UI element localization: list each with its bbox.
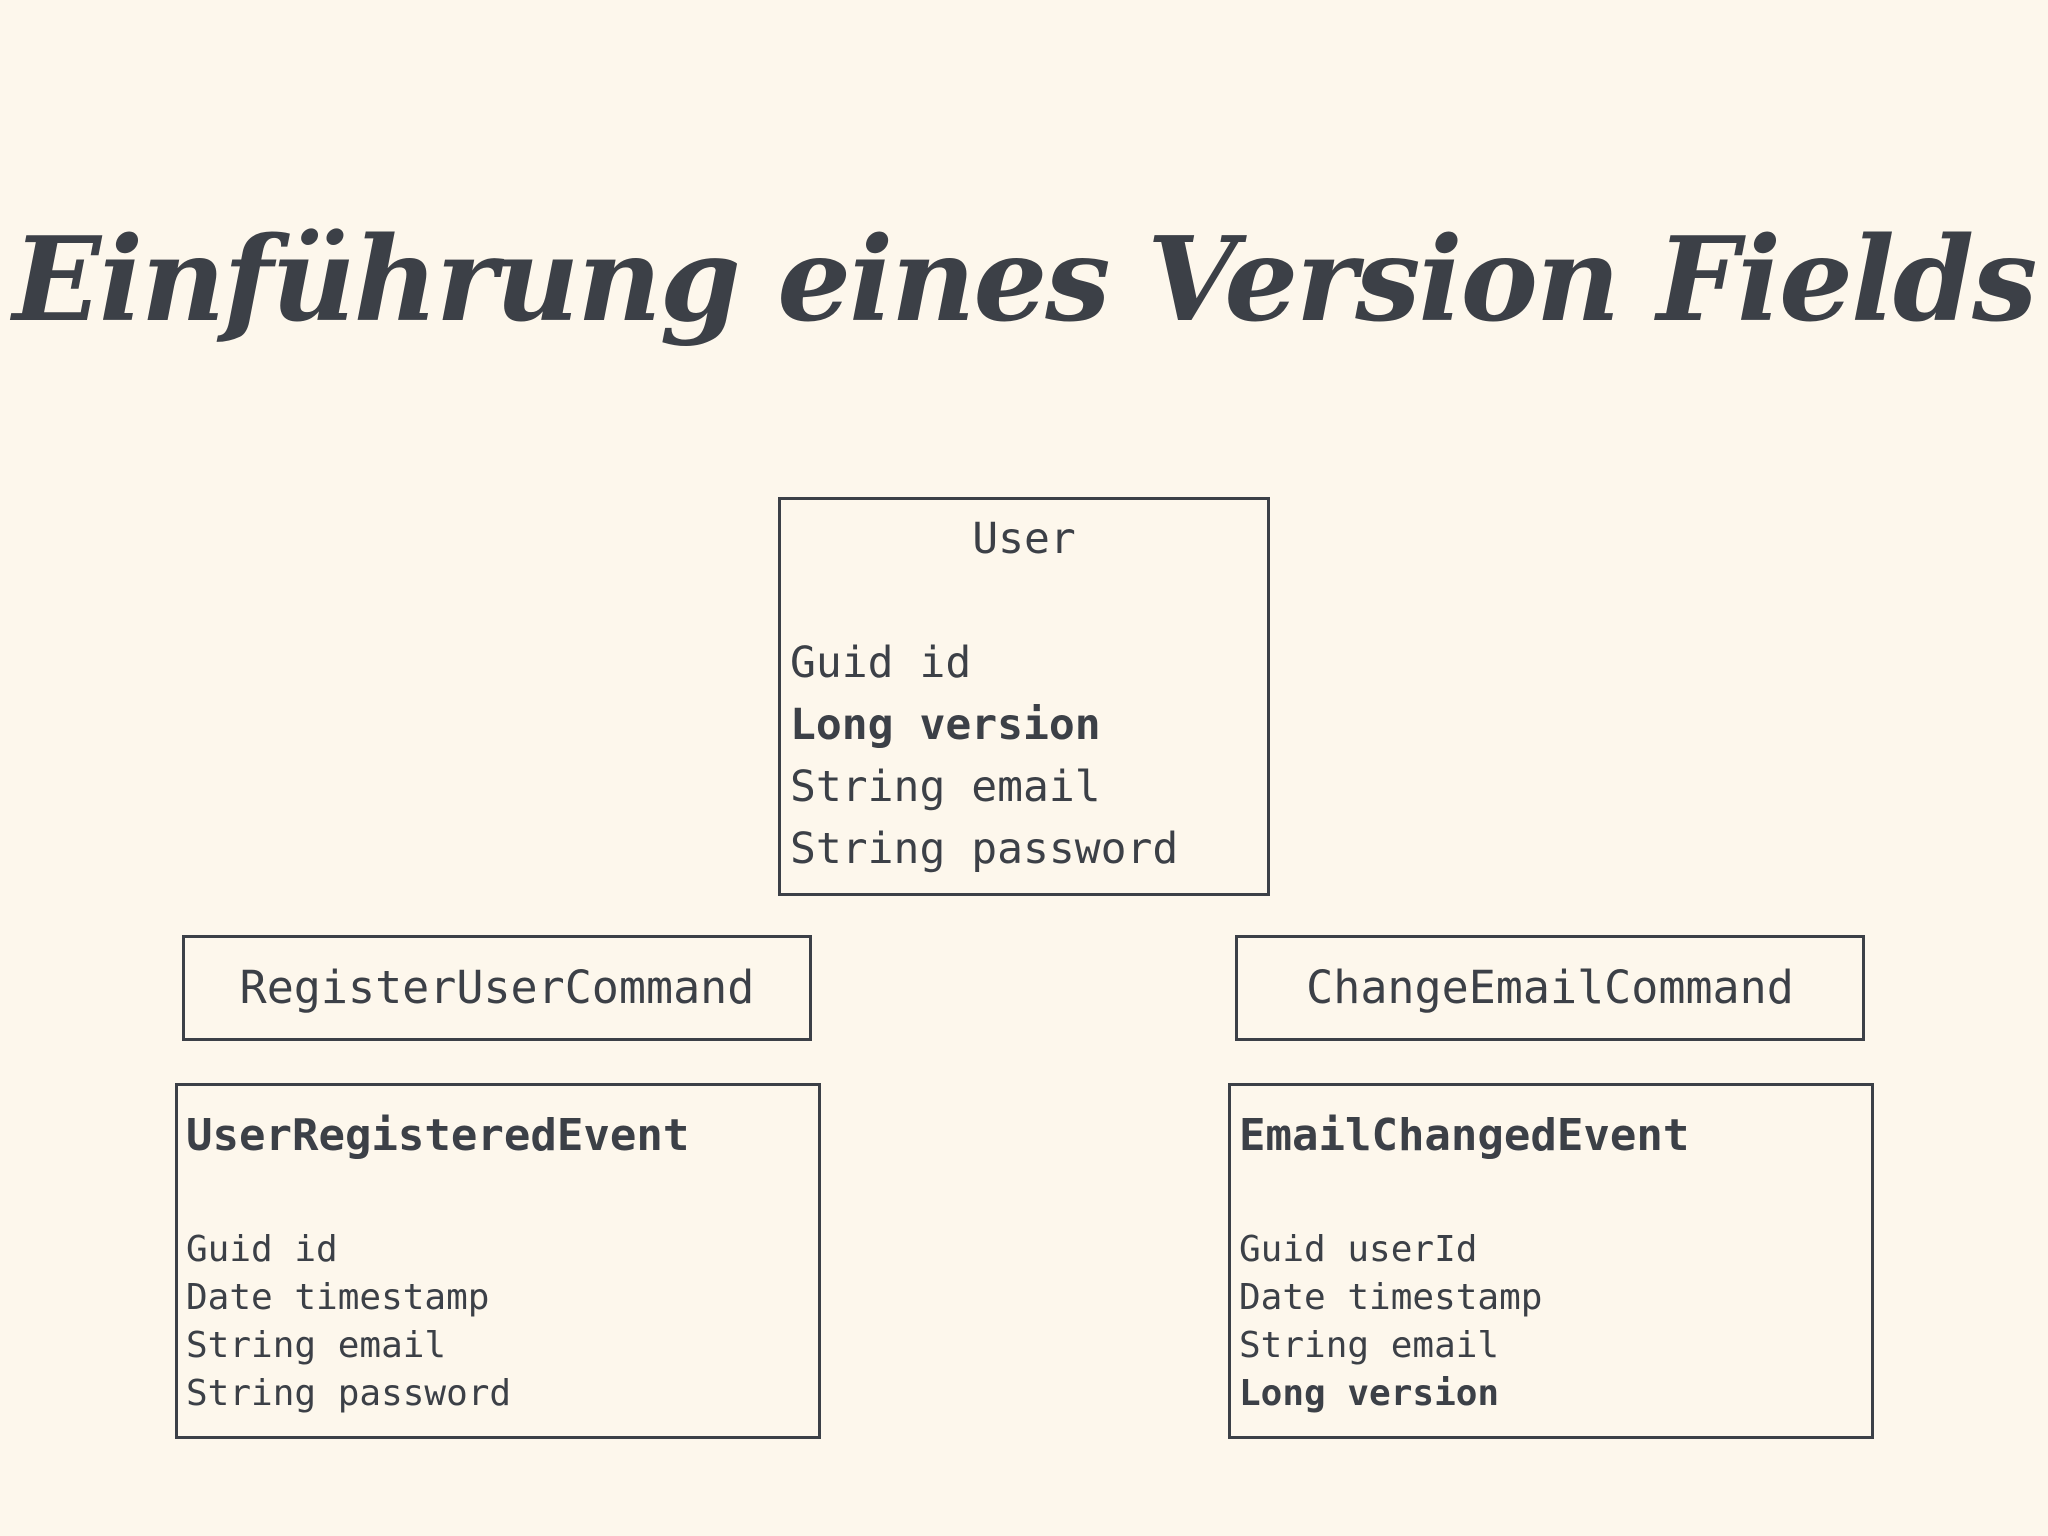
email-changed-event-box: EmailChangedEvent Guid userId Date times… (1228, 1083, 1874, 1439)
user-registered-event-title: UserRegisteredEvent (186, 1110, 690, 1161)
user-field-version: Long version (790, 700, 1101, 750)
user-registered-field-email: String email (186, 1325, 447, 1366)
user-registered-field-timestamp: Date timestamp (186, 1277, 490, 1318)
register-user-command-title: RegisterUserCommand (239, 961, 755, 1014)
email-changed-field-user-id: Guid userId (1239, 1229, 1478, 1270)
email-changed-field-email: String email (1239, 1325, 1500, 1366)
change-email-command-box: ChangeEmailCommand (1235, 935, 1865, 1041)
user-field-password: String password (790, 824, 1179, 874)
user-registered-event-box: UserRegisteredEvent Guid id Date timesta… (175, 1083, 821, 1439)
user-registered-field-id: Guid id (186, 1229, 338, 1270)
change-email-command-title: ChangeEmailCommand (1306, 961, 1794, 1014)
slide-title: Einführung eines Version Fields (12, 212, 2038, 348)
user-entity-box: User Guid id Long version String email S… (778, 497, 1270, 896)
email-changed-field-timestamp: Date timestamp (1239, 1277, 1543, 1318)
email-changed-field-version: Long version (1239, 1373, 1500, 1414)
user-field-id: Guid id (790, 638, 972, 688)
register-user-command-box: RegisterUserCommand (182, 935, 812, 1041)
user-registered-field-password: String password (186, 1373, 512, 1414)
user-entity-title: User (972, 514, 1076, 564)
user-field-email: String email (790, 762, 1101, 812)
email-changed-event-title: EmailChangedEvent (1239, 1110, 1690, 1161)
